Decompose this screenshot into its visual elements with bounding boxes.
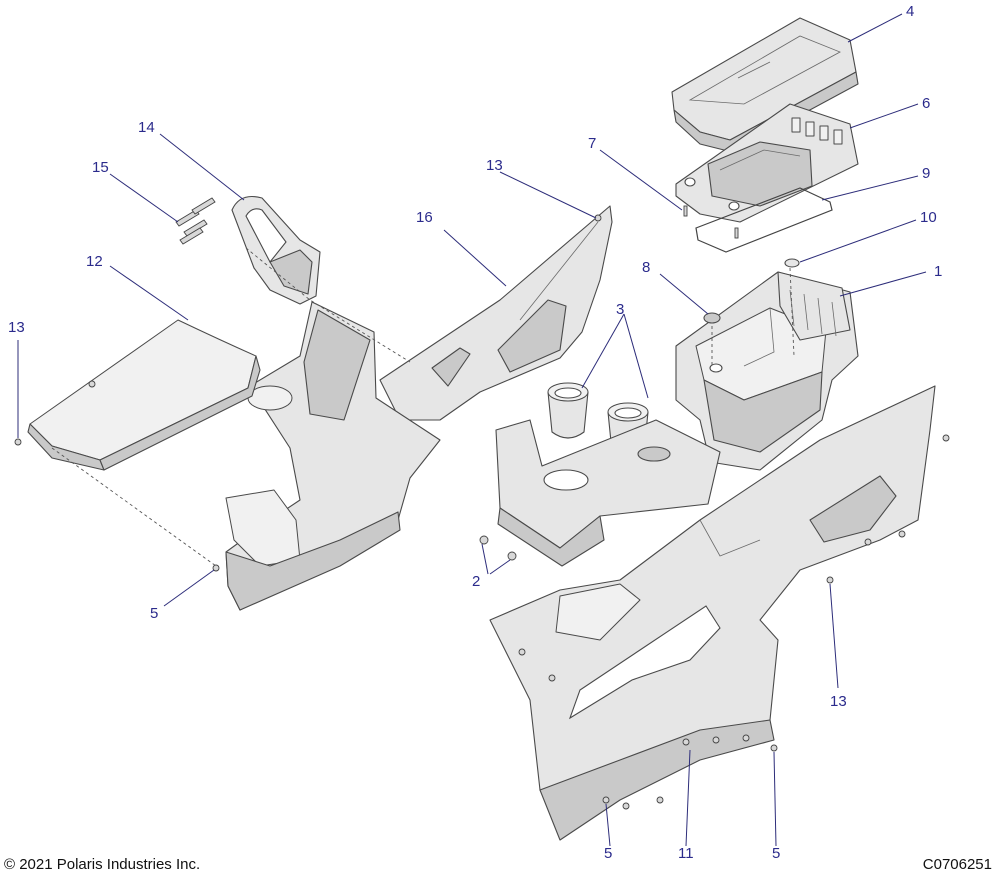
callout-12: 12 (86, 253, 103, 270)
center-tray-part (495, 419, 721, 567)
callout-3: 3 (616, 301, 624, 318)
callout-5-left: 5 (150, 605, 158, 622)
screw-part-7 (683, 205, 739, 239)
callout-15: 15 (92, 159, 109, 176)
drawing-number: C0706251 (922, 856, 992, 873)
callout-5-bottom-right: 5 (772, 845, 780, 862)
callout-13-right: 13 (830, 693, 847, 710)
callout-11: 11 (678, 845, 694, 862)
cap-part-10 (784, 258, 800, 268)
callout-13-left: 13 (8, 319, 25, 336)
leader-lines (17, 13, 927, 847)
callout-13-top: 13 (486, 157, 503, 174)
lid-frame-part (675, 103, 859, 223)
callout-7: 7 (588, 135, 596, 152)
callout-6: 6 (922, 95, 930, 112)
callout-8: 8 (642, 259, 650, 276)
seal-part (695, 187, 833, 253)
left-side-panel-part (379, 205, 613, 421)
bracket-part-12 (27, 319, 261, 471)
callout-10: 10 (920, 209, 937, 226)
callout-2: 2 (472, 573, 480, 590)
copyright-notice: © 2021 Polaris Industries Inc. (4, 856, 201, 873)
callout-4: 4 (906, 3, 914, 20)
callout-14: 14 (138, 119, 155, 136)
callout-16: 16 (416, 209, 433, 226)
bolt-part-15 (175, 197, 216, 245)
clip-part-2 (479, 535, 517, 561)
right-side-panel-part (489, 385, 950, 841)
assembly-lines (51, 247, 795, 567)
callout-5-bottom-center: 5 (604, 845, 612, 862)
grab-handle-part (231, 195, 321, 305)
center-console-part (675, 271, 859, 471)
cup-holder-part (547, 382, 649, 459)
left-footwell-part (225, 301, 441, 611)
callout-1: 1 (934, 263, 942, 280)
console-lid-part (671, 17, 859, 153)
callout-9: 9 (922, 165, 930, 182)
loose-fasteners (14, 214, 834, 804)
callout-labels: 1 2 3 4 5 5 5 6 7 8 9 10 11 12 13 13 13 … (8, 3, 942, 862)
grommet-part-8 (703, 312, 721, 324)
